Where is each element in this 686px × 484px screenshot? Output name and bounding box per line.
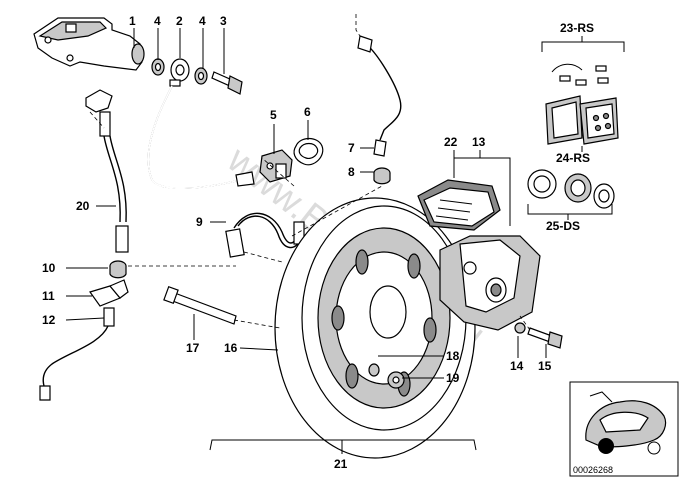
fitting-12	[103, 307, 115, 327]
brake-caliper-13	[439, 235, 541, 331]
brake-line-lower	[42, 325, 109, 387]
label-16: 16	[224, 341, 238, 355]
brake-disc-16	[274, 197, 476, 459]
part-number-labels: 1 4 2 4 3 5 6 7 8 9 20 10 11 12 13 22 14…	[42, 14, 594, 471]
label-17: 17	[186, 341, 200, 355]
grommet-10	[109, 260, 127, 279]
motorcycle-inset: 00026268	[569, 381, 679, 477]
label-11: 11	[42, 289, 55, 303]
label-23-rs: 23-RS	[560, 21, 594, 35]
label-2: 2	[176, 14, 183, 28]
pad-clip-kit-23	[551, 63, 609, 86]
label-12: 12	[42, 313, 56, 327]
caliper-cover-22	[417, 179, 501, 231]
washer-14	[514, 322, 526, 334]
hose-clip-6	[293, 137, 324, 166]
drawing-code: 00026268	[573, 465, 613, 475]
brake-hose-9	[225, 212, 305, 258]
master-cylinder	[33, 17, 145, 71]
bolt-18	[368, 363, 380, 377]
label-10: 10	[42, 261, 56, 275]
label-6: 6	[304, 105, 311, 119]
label-4b: 4	[199, 14, 206, 28]
label-8: 8	[348, 165, 355, 179]
label-20: 20	[76, 199, 90, 213]
label-24-rs: 24-RS	[556, 151, 590, 165]
leader-lines	[65, 14, 625, 454]
label-1: 1	[129, 14, 136, 28]
grommet-8	[373, 167, 391, 185]
label-21: 21	[334, 457, 348, 471]
label-3: 3	[220, 14, 227, 28]
axle-bolt-17	[163, 285, 237, 325]
label-18: 18	[446, 349, 460, 363]
label-25-ds: 25-DS	[546, 219, 580, 233]
banjo-fitting-2	[169, 58, 190, 87]
label-4a: 4	[154, 14, 161, 28]
brake-pads-24	[545, 95, 619, 145]
label-14: 14	[510, 359, 524, 373]
brake-line-junction-5	[259, 149, 293, 183]
label-22: 22	[444, 135, 458, 149]
brake-hose-20	[85, 89, 129, 253]
piston-seal-kit-25	[527, 169, 615, 209]
label-9: 9	[196, 215, 203, 229]
label-5: 5	[270, 108, 277, 122]
bracket-11	[89, 279, 129, 307]
banjo-bolt-3	[211, 71, 243, 95]
caliper-bolt-15	[527, 327, 563, 349]
label-15: 15	[538, 359, 552, 373]
label-7: 7	[348, 141, 355, 155]
label-19: 19	[446, 371, 460, 385]
label-13: 13	[472, 135, 486, 149]
brake-line-rear	[365, 43, 402, 141]
nut-19	[387, 371, 405, 389]
